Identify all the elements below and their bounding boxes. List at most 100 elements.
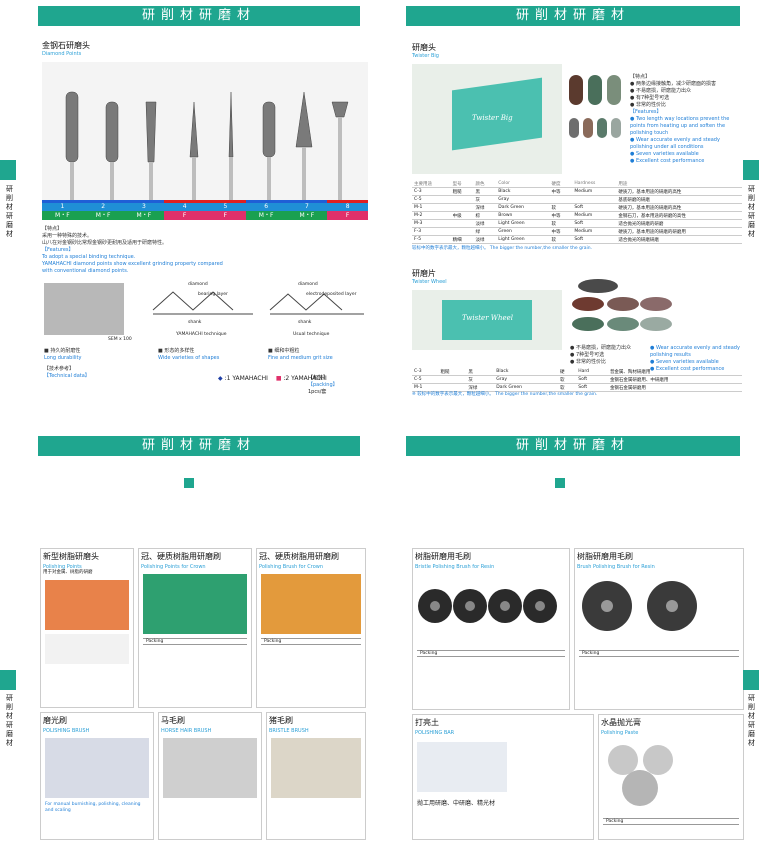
tool-grade: M・F <box>82 211 124 220</box>
cell: C-3 <box>412 187 451 196</box>
col-header: 用途 <box>616 180 742 188</box>
feature-cn: ● 不易磨损，研磨能力出众 <box>570 345 631 351</box>
product-cell-2: 冠、硬质树脂用研磨刷 Polishing Points for Crown Pa… <box>138 548 252 708</box>
cell: 中等 <box>549 227 573 236</box>
legend-mark: ■ <box>275 375 282 382</box>
box-image <box>442 300 532 340</box>
cell: 基底研磨的研磨 <box>616 195 742 204</box>
tool-grade: F <box>164 211 205 220</box>
cell: 黑 <box>466 368 495 376</box>
tool-number: 4 <box>164 203 205 211</box>
cell: Gray <box>496 195 550 204</box>
tool-number: 1 <box>42 203 83 211</box>
cell-subtitle: POLISHING BRUSH <box>43 728 90 734</box>
product-cell-4: 水晶抛光膏 Polishing Paste Packing <box>598 714 744 840</box>
product-photo <box>45 738 149 798</box>
cell-subtitle: POLISHING BAR <box>415 730 455 736</box>
cell-caption: For manual burnishing, polishing, cleani… <box>45 802 141 813</box>
cell: 灰 <box>466 375 495 384</box>
cell-title: 磨光刷 <box>43 716 67 725</box>
diag-left-shank: shank <box>188 320 202 325</box>
cell: 普金属、陶材研磨用 <box>607 368 742 376</box>
page-number-badge <box>555 478 565 488</box>
side-label: 研削材研磨材 <box>6 694 13 747</box>
features-en-head: 【Features】 <box>630 109 662 115</box>
cell: 金钢石刀，基本用途的研磨的高性 <box>616 211 742 220</box>
cell: Gray <box>494 375 559 384</box>
feature-en: ● Seven varieties available <box>630 151 699 157</box>
feature-cn: ● 有7种型号可选 <box>630 95 670 101</box>
tool-column-7: 7 M・F <box>286 200 328 222</box>
side-tab <box>0 670 16 690</box>
cell <box>438 375 467 384</box>
bullet-en: Long durability <box>44 355 82 361</box>
feature-en: ● Seven varieties available <box>650 359 719 365</box>
bullet-shapes: ■ 形态的多样性 Wide varieties of shapes <box>158 348 258 362</box>
cell: F-5 <box>412 235 451 244</box>
side-tab <box>0 160 16 180</box>
feature-en: ● Wear accurate evenly and steady <box>630 137 720 143</box>
features-head: 【特点】 <box>42 226 63 232</box>
wheel-features-cn: ● 不易磨损，研磨能力出众 ● 7种型号可选 ● 非常的性价比 <box>570 345 650 366</box>
twister-big-box-photo: Twister Big <box>412 64 562 174</box>
diag-left-layer: bearing layer <box>198 292 228 297</box>
feature-en: points from heating up and soften the <box>630 123 726 129</box>
col-header: 主要用途 <box>412 180 451 188</box>
packing-label: Packing <box>582 651 600 656</box>
cell: 棕 <box>473 211 497 220</box>
catalog-page-diamond-points: 研削材研磨材 金钢石研磨头 Diamond Points <box>18 0 368 410</box>
packing-en: 【packing】 <box>308 382 338 388</box>
tool-grade: M・F <box>245 211 287 220</box>
product-subtitle: Twister Wheel <box>412 279 447 285</box>
product-cell-2: 树脂研磨用毛刷 Brush Polishing Brush for Resin … <box>574 548 744 710</box>
product-subtitle: Diamond Points <box>42 51 82 57</box>
paste-tins-image <box>608 745 673 806</box>
bullet-cn: ■ 形态的多样性 <box>158 348 195 354</box>
feature-cn: ● 不易磨损，研磨能力出众 <box>630 88 691 94</box>
tool-grade: F <box>205 211 246 220</box>
bullet-en: Wide varieties of shapes <box>158 355 220 361</box>
features-block: 【特点】 采用一种特殊的技术。 山八在对金钢砂比常规金钢砂更耐用及适用于研磨特性… <box>42 226 362 275</box>
cell: Medium <box>572 187 617 196</box>
tool-column-5: 5 F <box>205 200 246 222</box>
page-header: 研削材研磨材 <box>406 6 740 26</box>
product-cell-1: 树脂研磨用毛刷 Bristle Polishing Brush for Resi… <box>412 548 570 710</box>
cell: 中级 <box>450 211 474 220</box>
tool-column-6: 6 M・F <box>245 200 287 222</box>
legend-num: :2 <box>283 375 290 382</box>
feature-cn: ● 非常的性价比 <box>570 359 606 365</box>
cell: Dark Green <box>494 383 559 392</box>
cell-title: 冠、硬质树脂用研磨刷 <box>259 552 339 561</box>
product-photo <box>417 742 507 792</box>
cell-desc: 用于对金属、树脂的研磨 <box>43 570 93 575</box>
tool-grade: F <box>327 211 368 220</box>
product-diagram <box>45 634 129 664</box>
product-photo <box>45 580 129 630</box>
cell: F-3 <box>412 227 451 236</box>
col-header: Hardness <box>572 180 617 188</box>
yamahachi-diagram: diamond bearing layer shank YAMAHACHI te… <box>148 280 258 342</box>
table-header-row: 主要用途 型号 颜色 Color 硬度 Hardness 用途 <box>412 180 742 188</box>
cell: 金钢石金属研磨用 <box>607 383 742 392</box>
brush-wheels-image <box>418 589 557 623</box>
tech-head-cn: 【技术参考】 <box>44 366 75 372</box>
tool-column-3: 3 M・F <box>123 200 165 222</box>
cell: Black <box>494 368 559 376</box>
packing-row: Packing <box>417 650 565 657</box>
cell: 软 <box>549 235 573 244</box>
cell: 精细 <box>450 235 474 244</box>
grain-note: ※ 较标中的数字表示最大，颗粒越细小。 The bigger the numbe… <box>412 392 598 397</box>
cell-title: 马毛刷 <box>161 716 185 725</box>
cell-title: 树脂研磨用毛刷 <box>415 552 471 561</box>
product-cell-3: 打亮土 POLISHING BAR 抛工用研磨、中研磨、精光材 <box>412 714 594 840</box>
cell: 粗糙 <box>450 187 474 196</box>
legend-label: YAMAHACHI <box>232 375 268 382</box>
packing-label: Packing <box>264 639 282 644</box>
cell <box>572 195 617 204</box>
side-label: 研削材研磨材 <box>748 694 755 747</box>
packing-label: Packing <box>606 819 624 824</box>
